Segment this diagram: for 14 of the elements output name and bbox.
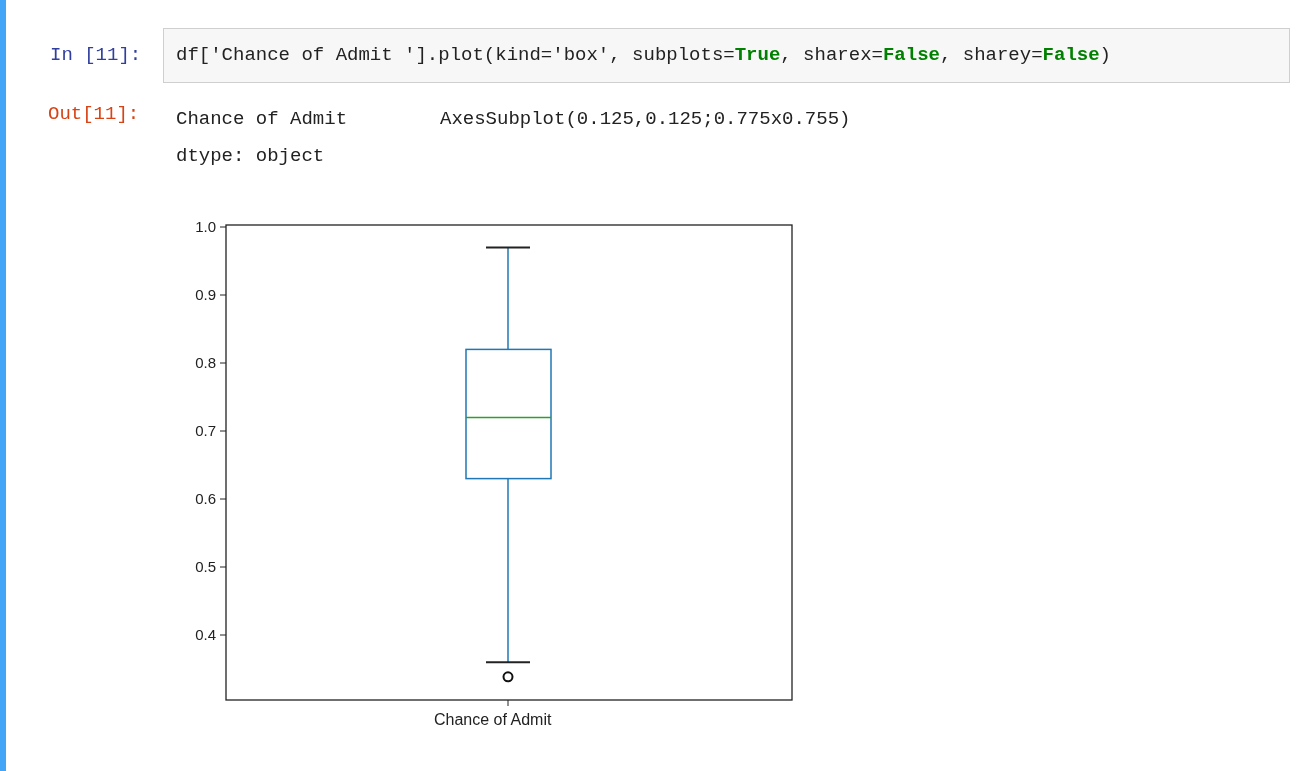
axis-tick-label: 0.4 [194,626,216,643]
output-text: dtype: object [176,145,325,167]
code-line: df['Chance of Admit '].plot(kind='box', subplots=True, sharex=False, sharey=False) [176,44,1111,66]
output-text: AxesSubplot(0.125,0.125;0.775x0.755) [440,108,851,130]
axis-tick-label: 1.0 [194,218,216,235]
axis-tick-label: 0.6 [194,490,216,507]
axis-tick-label: 0.5 [194,558,216,575]
input-prompt: In [11]: [50,44,142,66]
axis-tick-label: 0.9 [194,286,216,303]
output-prompt: Out[11]: [48,103,140,125]
axis-tick-label: Chance of Admit [434,711,552,729]
axis-tick-label: 0.8 [194,354,216,371]
output-text: Chance of Admit [176,108,348,130]
axis-tick-label: 0.7 [194,422,216,439]
